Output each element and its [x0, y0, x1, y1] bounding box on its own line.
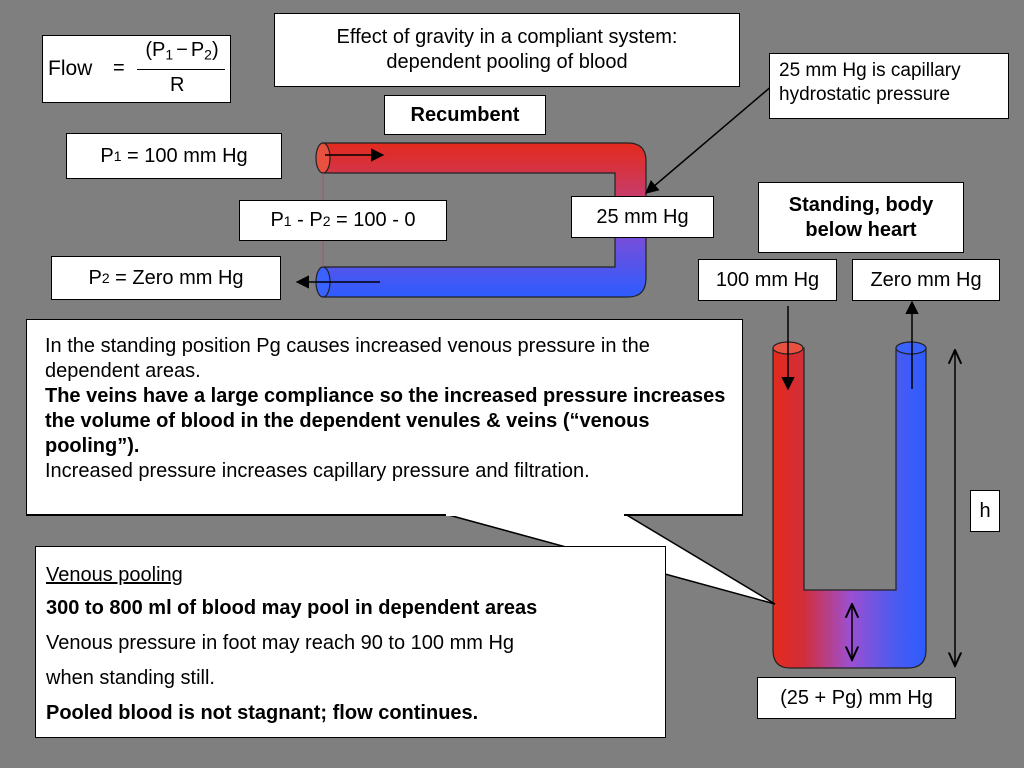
callout-para-1: In the standing position Pg causes incre…	[45, 335, 650, 382]
pooling-line-2: Venous pressure in foot may reach 90 to …	[46, 632, 515, 654]
formula-fraction-bar	[137, 69, 225, 70]
callout-para-2: The veins have a large compliance so the…	[45, 385, 726, 457]
dependent-pressure-label: (25 + Pg) mm Hg	[757, 677, 956, 719]
venous-pressure-label: Zero mm Hg	[852, 259, 1000, 301]
height-label: h	[970, 490, 1000, 532]
pooling-heading: Venous pooling	[46, 564, 183, 586]
page-title: Effect of gravity in a compliant system:…	[274, 13, 740, 87]
formula-equals: =	[113, 57, 125, 79]
venous-pooling-box: Venous pooling 300 to 800 ml of blood ma…	[35, 546, 666, 738]
formula-denominator: R	[170, 74, 185, 96]
arterial-opening	[315, 142, 331, 174]
arterial-pressure-label: 100 mm Hg	[698, 259, 837, 301]
recumbent-label: Recumbent	[384, 95, 546, 135]
pooling-line-4: Pooled blood is not stagnant; flow conti…	[46, 702, 479, 724]
formula-lhs: Flow	[48, 57, 93, 80]
capillary-pressure-label: 25 mm Hg	[571, 196, 714, 238]
capillary-note: 25 mm Hg is capillary hydrostatic pressu…	[769, 53, 1009, 119]
pooling-line-1: 300 to 800 ml of blood may pool in depen…	[46, 597, 538, 619]
callout-bottom-border-left	[26, 514, 446, 516]
callout-bottom-border-right	[624, 514, 743, 516]
flow-formula: Flow = (P1−P2) R	[42, 35, 231, 103]
capillary-pointer-arrow	[644, 84, 774, 194]
standing-vessel	[772, 341, 927, 669]
standing-label: Standing, body below heart	[758, 182, 964, 253]
callout-para-3: Increased pressure increases capillary p…	[45, 460, 590, 482]
callout-explanation: In the standing position Pg causes incre…	[26, 319, 743, 516]
u-venous-opening	[895, 341, 927, 355]
formula-numerator: (P1−P2)	[145, 39, 219, 63]
pooling-line-3: when standing still.	[46, 667, 215, 689]
